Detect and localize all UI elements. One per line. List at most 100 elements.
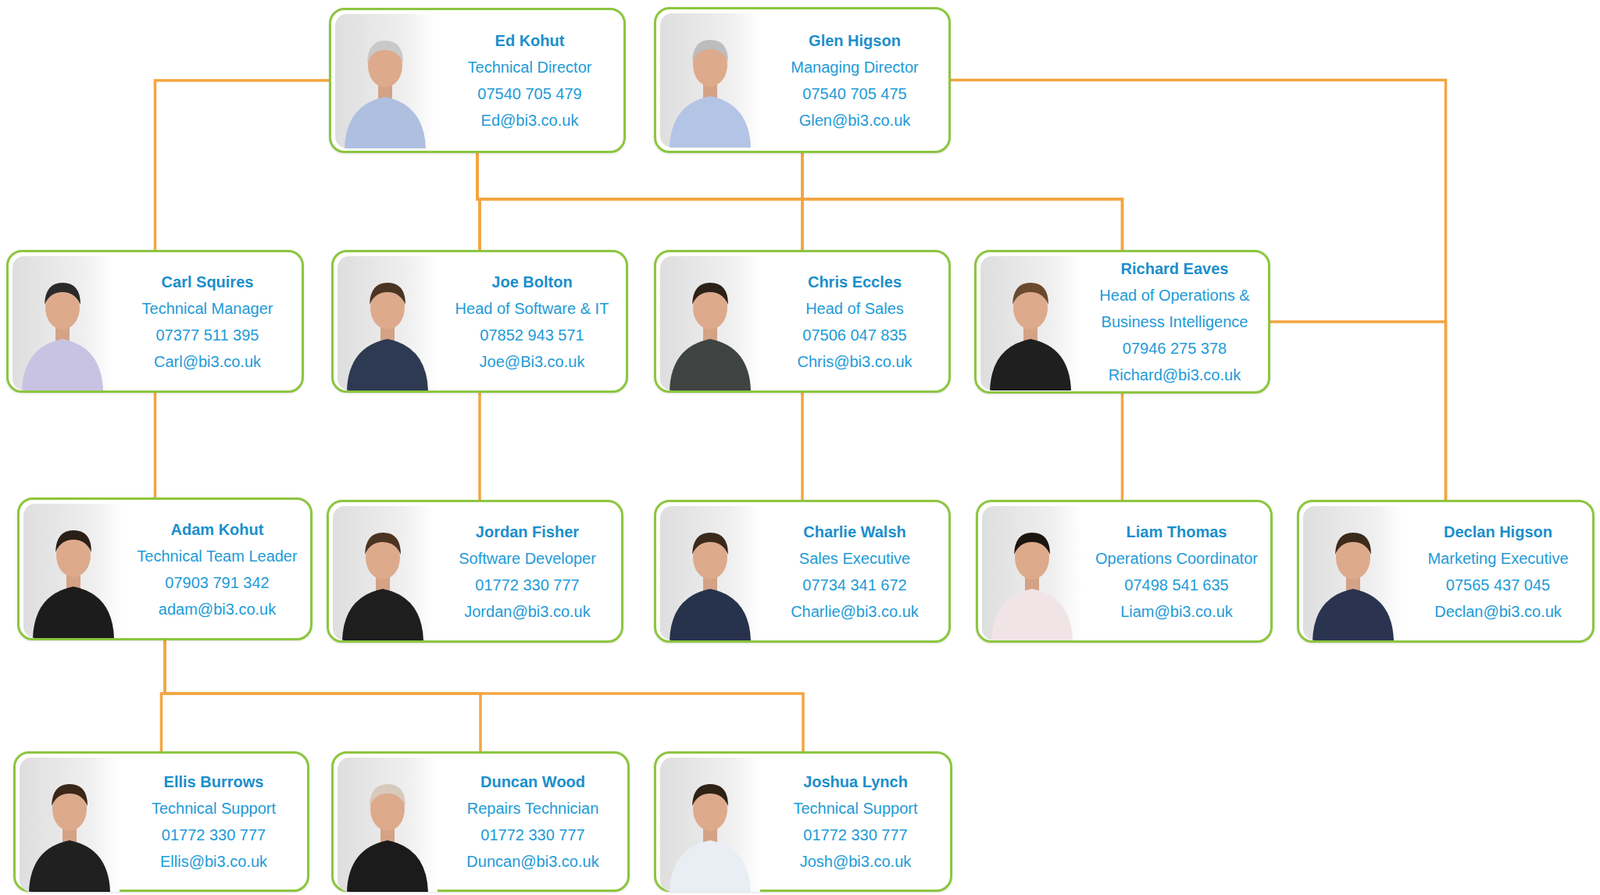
- portrait-photo: [12, 256, 113, 391]
- org-connector: [477, 153, 1123, 250]
- card-text: Glen HigsonManaging Director07540 705 47…: [760, 24, 949, 137]
- person-name: Charlie Walsh: [767, 518, 943, 546]
- job-title: Technical Team Leader: [130, 542, 304, 570]
- job-title: Technical Manager: [119, 295, 296, 322]
- person-card: Declan HigsonMarketing Executive07565 43…: [1296, 500, 1595, 643]
- portrait-photo: [660, 506, 761, 641]
- card-text: Chris EcclesHead of Sales07506 047 835Ch…: [760, 265, 949, 379]
- phone-number: 07734 341 672: [767, 571, 943, 599]
- job-title: Marketing Executive: [1410, 545, 1586, 572]
- org-connector: [1270, 321, 1447, 500]
- phone-number: 07506 047 835: [767, 321, 943, 349]
- job-title: Repairs Technician: [444, 795, 622, 822]
- portrait-photo: [660, 256, 761, 391]
- card-text: Joe BoltonHead of Software & IT07852 943…: [438, 265, 626, 379]
- portrait-photo: [335, 14, 436, 149]
- person-card: Glen HigsonManaging Director07540 705 47…: [653, 7, 951, 154]
- portrait-photo: [1303, 506, 1404, 641]
- person-card: Liam ThomasOperations Coordinator07498 5…: [975, 500, 1273, 643]
- portrait-photo: [19, 757, 120, 893]
- person-name: Carl Squires: [119, 268, 296, 296]
- person-card: Charlie WalshSales Executive07734 341 67…: [653, 500, 951, 643]
- card-text: Charlie WalshSales Executive07734 341 67…: [760, 515, 949, 629]
- job-title: Head of Software & IT: [444, 295, 620, 322]
- person-card: Ed KohutTechnical Director07540 705 479E…: [328, 7, 626, 154]
- org-connector: [802, 153, 1123, 250]
- email-address: Richard@bi3.co.uk: [1087, 361, 1262, 389]
- email-address: Chris@bi3.co.uk: [767, 348, 943, 375]
- email-address: Liam@bi3.co.uk: [1089, 598, 1265, 625]
- person-card: Adam KohutTechnical Team Leader07903 791…: [17, 497, 313, 641]
- card-text: Ed KohutTechnical Director07540 705 479E…: [435, 24, 624, 137]
- org-connector: [153, 392, 158, 498]
- org-connector: [950, 80, 1447, 501]
- phone-number: 01772 330 777: [444, 821, 622, 849]
- job-title: Technical Support: [126, 795, 301, 822]
- org-connector: [164, 640, 804, 752]
- email-address: Jordan@bi3.co.uk: [439, 598, 615, 625]
- job-title: Head of Sales: [767, 295, 943, 322]
- card-text: Joshua LynchTechnical Support01772 330 7…: [760, 765, 950, 879]
- person-name: Glen Higson: [767, 27, 943, 54]
- phone-number: 01772 330 777: [126, 821, 301, 849]
- email-address: Declan@bi3.co.uk: [1410, 598, 1586, 625]
- person-name: Chris Eccles: [767, 268, 943, 296]
- person-name: Ed Kohut: [442, 27, 618, 54]
- person-name: Ellis Burrows: [126, 768, 301, 796]
- email-address: Duncan@bi3.co.uk: [444, 848, 622, 875]
- person-card: Richard EavesHead of Operations & Busine…: [974, 250, 1271, 394]
- person-name: Declan Higson: [1410, 518, 1586, 546]
- org-connector: [1121, 393, 1125, 500]
- card-text: Carl SquiresTechnical Manager07377 511 3…: [113, 265, 302, 379]
- job-title: Operations Coordinator: [1089, 545, 1265, 572]
- card-text: Duncan WoodRepairs Technician01772 330 7…: [438, 765, 628, 879]
- person-card: Carl SquiresTechnical Manager07377 511 3…: [6, 250, 304, 393]
- email-address: Joe@Bi3.co.uk: [444, 348, 620, 375]
- portrait-photo: [332, 506, 433, 641]
- phone-number: 07852 943 571: [444, 321, 620, 349]
- person-card: Jordan FisherSoftware Developer01772 330…: [326, 500, 624, 643]
- card-text: Declan HigsonMarketing Executive07565 43…: [1403, 515, 1593, 629]
- email-address: Josh@bi3.co.uk: [767, 848, 944, 875]
- email-address: Ed@bi3.co.uk: [442, 107, 618, 134]
- card-text: Jordan FisherSoftware Developer01772 330…: [433, 515, 622, 629]
- card-text: Adam KohutTechnical Team Leader07903 791…: [124, 513, 311, 626]
- phone-number: 07565 437 045: [1410, 571, 1586, 599]
- email-address: Charlie@bi3.co.uk: [767, 598, 943, 625]
- person-card: Duncan WoodRepairs Technician01772 330 7…: [331, 751, 630, 893]
- org-connector: [800, 392, 804, 500]
- org-connector: [164, 640, 481, 752]
- person-card: Chris EcclesHead of Sales07506 047 835Ch…: [653, 250, 951, 393]
- portrait-photo: [660, 13, 761, 148]
- phone-number: 07903 791 342: [130, 569, 304, 597]
- org-connector: [478, 392, 482, 500]
- org-connector: [479, 153, 803, 250]
- phone-number: 07377 511 395: [119, 321, 296, 349]
- org-connector: [477, 153, 803, 250]
- person-name: Duncan Wood: [444, 768, 622, 796]
- email-address: Glen@bi3.co.uk: [767, 107, 943, 134]
- job-title: Technical Support: [767, 795, 944, 822]
- email-address: Carl@bi3.co.uk: [119, 348, 296, 375]
- job-title: Software Developer: [439, 545, 615, 572]
- portrait-photo: [660, 757, 761, 893]
- person-name: Adam Kohut: [130, 516, 304, 543]
- person-name: Joshua Lynch: [767, 768, 944, 796]
- job-title: Sales Executive: [767, 545, 943, 572]
- portrait-photo: [337, 256, 438, 391]
- card-text: Richard EavesHead of Operations & Busine…: [1081, 252, 1268, 392]
- phone-number: 07540 705 475: [767, 80, 943, 108]
- portrait-photo: [23, 503, 124, 639]
- card-text: Liam ThomasOperations Coordinator07498 5…: [1082, 515, 1271, 629]
- person-name: Liam Thomas: [1089, 518, 1265, 546]
- email-address: adam@bi3.co.uk: [130, 596, 304, 623]
- card-text: Ellis BurrowsTechnical Support01772 330 …: [120, 765, 308, 879]
- job-title: Head of Operations & Business Intelligen…: [1087, 282, 1262, 336]
- person-card: Joe BoltonHead of Software & IT07852 943…: [331, 250, 629, 393]
- phone-number: 07498 541 635: [1089, 571, 1265, 599]
- phone-number: 07540 705 479: [442, 80, 618, 108]
- portrait-photo: [980, 256, 1081, 391]
- phone-number: 07946 275 378: [1087, 335, 1262, 362]
- portrait-photo: [337, 757, 438, 893]
- person-card: Ellis BurrowsTechnical Support01772 330 …: [13, 751, 310, 893]
